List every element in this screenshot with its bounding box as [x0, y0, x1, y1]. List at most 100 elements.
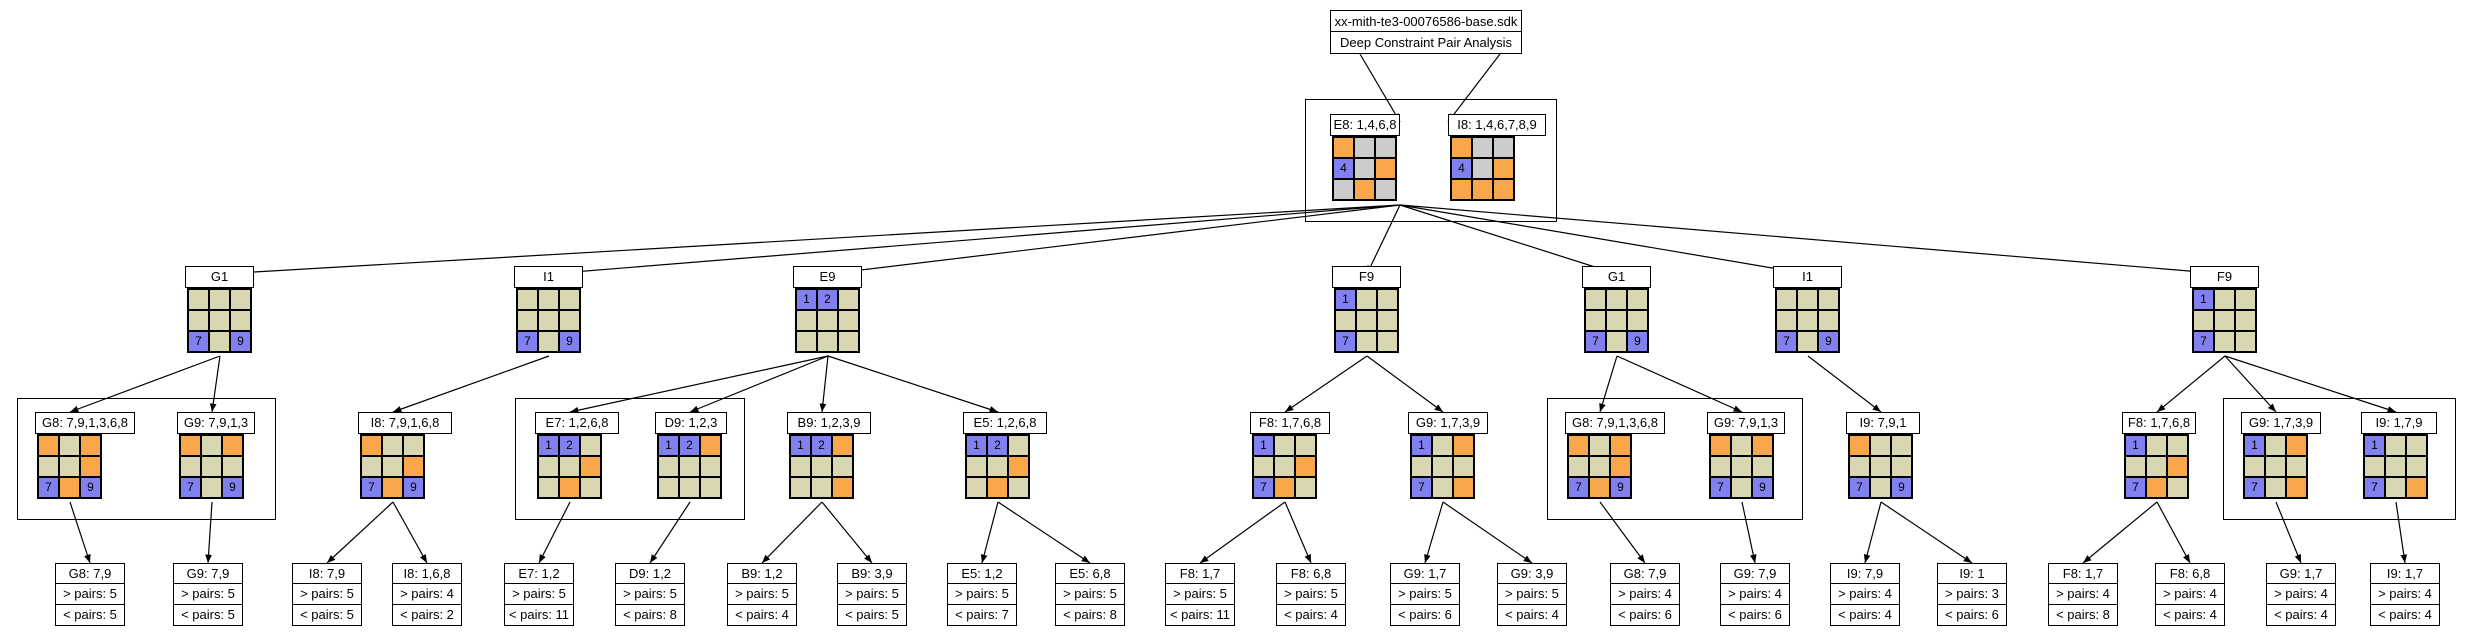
grid-cell	[538, 477, 559, 498]
grid-cell	[1797, 310, 1818, 331]
cluster-g1-right	[1547, 398, 1803, 520]
leaf-less-pairs: < pairs: 4	[2370, 605, 2440, 626]
grid-cell: 1	[538, 435, 559, 456]
grid-cell	[2235, 310, 2256, 331]
leaf-node: E5: 1,2> pairs: 5< pairs: 7	[947, 563, 1017, 626]
grid-cell: 2	[817, 289, 838, 310]
edge-level2-leaf	[1424, 501, 1444, 564]
grid-cell: 1	[1253, 435, 1274, 456]
grid-cell	[1375, 179, 1396, 200]
leaf-greater-pairs: > pairs: 4	[1610, 584, 1680, 605]
grid-cell	[361, 456, 382, 477]
grid-cell: 2	[811, 435, 832, 456]
leaf-greater-pairs: > pairs: 5	[55, 584, 125, 605]
leaf-greater-pairs: > pairs: 5	[292, 584, 362, 605]
leaf-node: I8: 1,6,8> pairs: 4< pairs: 2	[392, 563, 462, 626]
edge-level2-leaf	[1880, 501, 1973, 564]
grid-cell	[1752, 456, 1773, 477]
grid-cell	[1610, 435, 1631, 456]
grid-cell	[1472, 158, 1493, 179]
grid-cell	[1849, 435, 1870, 456]
edge-level1-level2	[827, 355, 999, 413]
grid-cell	[1377, 289, 1398, 310]
grid-cell	[1333, 137, 1354, 158]
grid-cell	[1008, 477, 1029, 498]
grid-cell: 9	[1752, 477, 1773, 498]
grid-cell	[222, 435, 243, 456]
grid-cell	[2286, 456, 2307, 477]
grid-cell	[2265, 477, 2286, 498]
root-filename: xx-mith-te3-00076586-base.sdk	[1330, 10, 1522, 32]
grid-cell: 9	[222, 477, 243, 498]
grid-cell	[1453, 456, 1474, 477]
leaf-less-pairs: < pairs: 4	[2155, 605, 2225, 626]
grid-cell	[1606, 331, 1627, 352]
root-node: xx-mith-te3-00076586-base.sdk Deep Const…	[1330, 10, 1522, 54]
edge-pair-level1	[219, 204, 1401, 277]
grid-cell	[1797, 331, 1818, 352]
leaf-node: G9: 7,9> pairs: 5< pairs: 5	[173, 563, 243, 626]
pair-candidate-grid: 4	[1450, 136, 1515, 201]
grid-cell	[201, 477, 222, 498]
leaf-greater-pairs: > pairs: 3	[1937, 584, 2007, 605]
grid-cell	[1451, 179, 1472, 200]
grid-cell	[679, 456, 700, 477]
leaf-greater-pairs: > pairs: 5	[1497, 584, 1567, 605]
grid-cell	[1776, 310, 1797, 331]
grid-cell	[180, 435, 201, 456]
grid-cell	[966, 456, 987, 477]
grid-cell	[1356, 310, 1377, 331]
grid-cell	[1891, 456, 1912, 477]
leaf-greater-pairs: > pairs: 4	[2266, 584, 2336, 605]
edge-level2-leaf	[392, 501, 428, 564]
grid-cell: 9	[559, 331, 580, 352]
grid-cell: 9	[230, 331, 251, 352]
leaf-greater-pairs: > pairs: 4	[2048, 584, 2118, 605]
leaf-less-pairs: < pairs: 11	[504, 605, 574, 626]
leaf-less-pairs: < pairs: 6	[1937, 605, 2007, 626]
grid-cell	[1335, 310, 1356, 331]
grid-cell: 7	[180, 477, 201, 498]
grid-cell	[2214, 331, 2235, 352]
edge-level2-leaf	[1442, 501, 1533, 564]
grid-cell	[38, 435, 59, 456]
grid-cell	[1432, 456, 1453, 477]
grid-cell	[538, 310, 559, 331]
leaf-greater-pairs: > pairs: 5	[615, 584, 685, 605]
grid-cell	[796, 331, 817, 352]
grid-cell	[1870, 435, 1891, 456]
grid-cell	[2235, 289, 2256, 310]
grid-cell: 2	[679, 435, 700, 456]
leaf-less-pairs: < pairs: 8	[615, 605, 685, 626]
grid-cell: 7	[1710, 477, 1731, 498]
grid-cell	[2406, 456, 2427, 477]
grid-cell: 9	[1610, 477, 1631, 498]
grid-cell	[1818, 310, 1839, 331]
grid-cell	[59, 456, 80, 477]
grid-cell	[1451, 137, 1472, 158]
edge-level2-leaf	[1863, 501, 1882, 564]
grid-cell	[2146, 477, 2167, 498]
grid-cell	[2385, 435, 2406, 456]
grid-cell	[2364, 456, 2385, 477]
grid-cell	[538, 331, 559, 352]
cluster-g1-left	[17, 398, 276, 520]
grid-cell	[1870, 456, 1891, 477]
grid-cell	[1589, 456, 1610, 477]
grid-cell	[1274, 456, 1295, 477]
leaf-node: F8: 1,7> pairs: 4< pairs: 8	[2048, 563, 2118, 626]
leaf-node: G9: 1,7> pairs: 4< pairs: 4	[2266, 563, 2336, 626]
grid-cell	[1274, 477, 1295, 498]
cluster-e9	[515, 398, 745, 520]
grid-cell	[209, 310, 230, 331]
edge-level1-level2	[1284, 355, 1368, 413]
level1-label: E9	[793, 266, 862, 288]
grid-cell	[2214, 310, 2235, 331]
leaf-less-pairs: < pairs: 6	[1610, 605, 1680, 626]
